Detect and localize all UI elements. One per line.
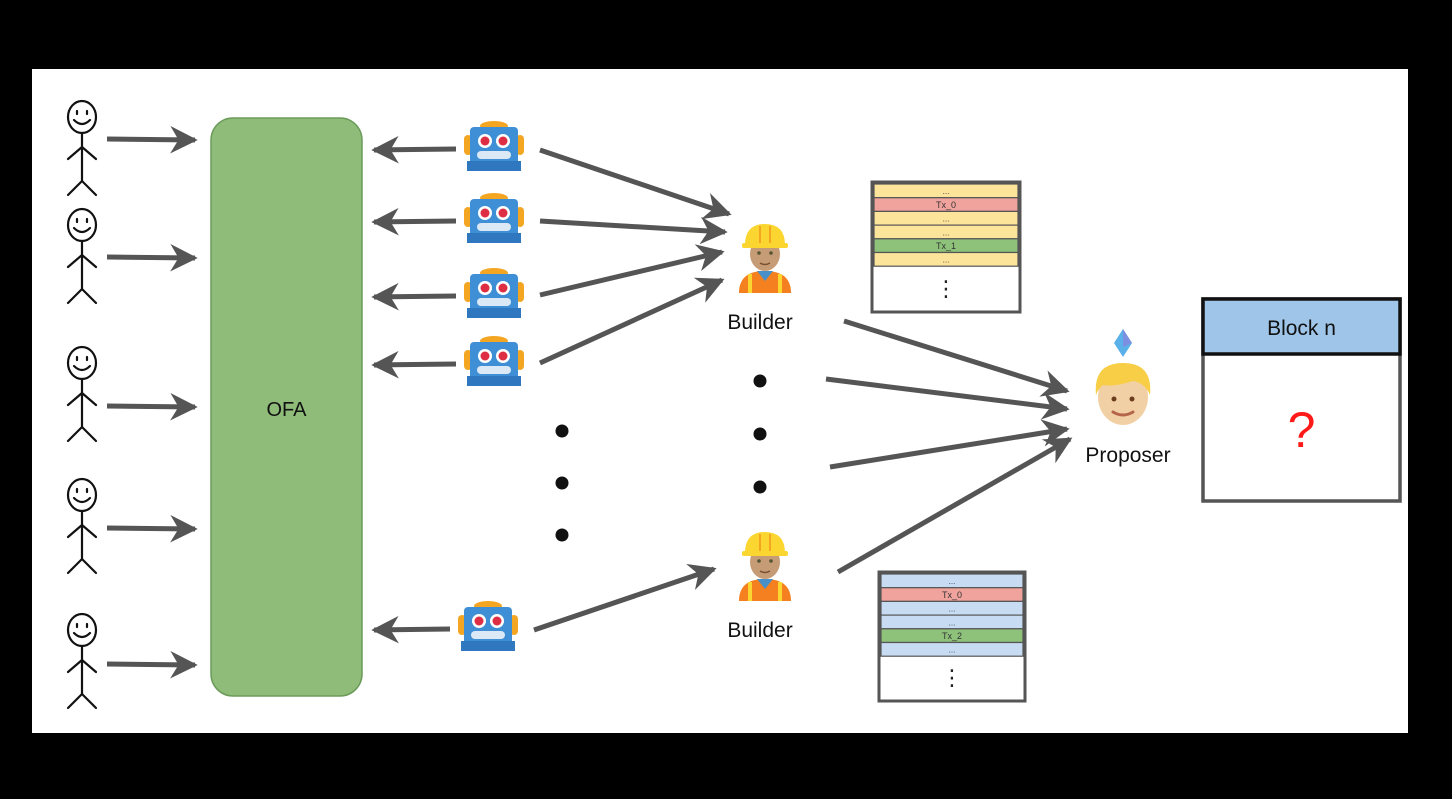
searcher-to-builder-arrow bbox=[539, 147, 732, 220]
searcher-to-ofa-arrow bbox=[371, 135, 457, 164]
construction-worker-icon bbox=[739, 224, 791, 293]
tx-row-label: Tx_1 bbox=[936, 241, 956, 251]
searcher-to-builder-arrow bbox=[539, 244, 725, 298]
builder-to-proposer-arrow bbox=[836, 436, 1073, 575]
ellipsis-dot bbox=[753, 374, 767, 388]
stick-figure-icon bbox=[66, 207, 98, 305]
stick-figure-icon bbox=[66, 477, 98, 575]
tx-row-label: ... bbox=[949, 618, 956, 627]
searchers-ellipsis bbox=[555, 424, 569, 542]
stick-figure-icon bbox=[66, 345, 98, 443]
builders-ellipsis bbox=[753, 374, 767, 494]
ofa-box: OFA bbox=[210, 117, 363, 697]
builder-label: Builder bbox=[727, 311, 792, 334]
builder-block: ... Tx_0...... Tx_2... ⋮ bbox=[877, 570, 1027, 703]
ellipsis-dot bbox=[555, 424, 569, 438]
builder-label: Builder bbox=[727, 619, 792, 642]
robot-face-icon bbox=[464, 268, 524, 318]
robot-face-icon bbox=[458, 601, 518, 651]
stick-figure-icon bbox=[66, 99, 98, 197]
stick-figure-icon bbox=[66, 612, 98, 710]
user-to-ofa-arrow bbox=[106, 650, 198, 679]
tx-row bbox=[873, 251, 1019, 267]
user-arrows-group bbox=[106, 125, 198, 679]
searcher-to-builder-arrow bbox=[539, 216, 728, 245]
builder-block: ... Tx_0...... Tx_1... ⋮ bbox=[870, 180, 1022, 314]
tx-row-label: Tx_0 bbox=[942, 590, 962, 600]
proposer: Proposer bbox=[1085, 329, 1171, 467]
searcher-to-ofa-arrows bbox=[371, 135, 457, 644]
ellipsis-dot bbox=[753, 480, 767, 494]
builder-blocks-group: ... Tx_0...... Tx_1... ⋮... Tx_0...... Tx_2..… bbox=[870, 180, 1027, 703]
ellipsis-dot bbox=[753, 427, 767, 441]
searcher-to-builder-arrows bbox=[533, 147, 732, 633]
users-group bbox=[66, 99, 98, 710]
person-blond-icon bbox=[1095, 363, 1151, 425]
builder-to-proposer-arrow bbox=[829, 419, 1070, 470]
ellipsis-dot bbox=[555, 528, 569, 542]
tx-row-label: ... bbox=[949, 646, 956, 655]
ellipsis-dot bbox=[555, 476, 569, 490]
searcher-to-ofa-arrow bbox=[371, 615, 451, 644]
tx-row bbox=[880, 641, 1024, 657]
searcher-to-ofa-arrow bbox=[371, 207, 457, 236]
user-to-ofa-arrow bbox=[106, 243, 198, 272]
proposer-label: Proposer bbox=[1085, 444, 1170, 467]
ethereum-gem-icon bbox=[1114, 329, 1132, 357]
tx-row-label: Tx_0 bbox=[936, 200, 956, 210]
construction-worker-icon bbox=[739, 532, 791, 601]
tx-row-label: Tx_2 bbox=[942, 631, 962, 641]
searcher-to-builder-arrow bbox=[533, 563, 717, 633]
builder-to-proposer-arrow bbox=[825, 376, 1070, 420]
tx-row-label: ... bbox=[943, 228, 950, 237]
user-to-ofa-arrow bbox=[106, 125, 198, 154]
block-title: Block n bbox=[1267, 317, 1336, 340]
robot-face-icon bbox=[464, 121, 524, 171]
more-rows-ellipsis: ⋮ bbox=[941, 666, 963, 691]
user-to-ofa-arrow bbox=[106, 392, 198, 421]
searchers-group bbox=[458, 121, 524, 651]
ofa-label: OFA bbox=[266, 399, 307, 421]
searcher-to-ofa-arrow bbox=[371, 350, 457, 379]
block-question-mark: ? bbox=[1288, 402, 1316, 458]
block-n: Block n ? bbox=[1201, 297, 1402, 503]
user-to-ofa-arrow bbox=[106, 514, 198, 543]
tx-row-label: ... bbox=[943, 187, 950, 196]
builder-to-proposer-arrows bbox=[825, 318, 1073, 575]
tx-row-label: ... bbox=[943, 215, 950, 224]
robot-face-icon bbox=[464, 193, 524, 243]
tx-row-label: ... bbox=[949, 605, 956, 614]
builder-to-proposer-arrow bbox=[843, 318, 1070, 397]
searcher-to-ofa-arrow bbox=[371, 282, 457, 311]
tx-row-label: ... bbox=[943, 256, 950, 265]
searcher-to-builder-arrow bbox=[538, 277, 725, 366]
more-rows-ellipsis: ⋮ bbox=[935, 277, 957, 302]
tx-row-label: ... bbox=[949, 577, 956, 586]
robot-face-icon bbox=[464, 336, 524, 386]
